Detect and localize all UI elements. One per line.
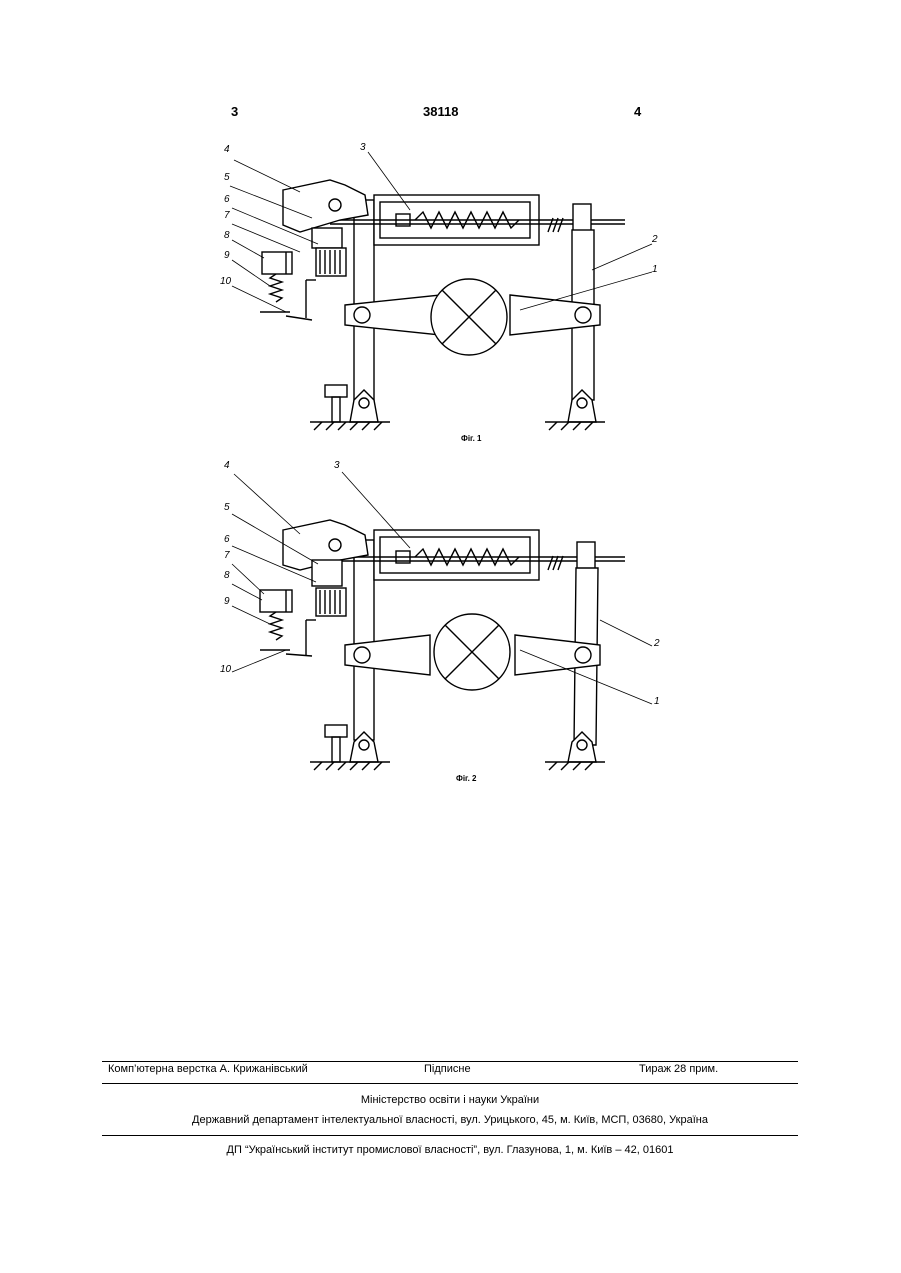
- label-6: 6: [224, 534, 230, 545]
- footer-department: Державний департамент інтелектуальної вл…: [102, 1114, 798, 1126]
- figure-1-caption: Фіг. 1: [461, 434, 481, 443]
- page-number-right: 4: [634, 104, 641, 119]
- figure-1: 4 5 6 7 8 9 10 3 2 1 Фіг. 1: [0, 140, 901, 450]
- brake-drawing-fig2: [0, 460, 901, 790]
- label-10: 10: [220, 276, 231, 287]
- figure-2-caption: Фіг. 2: [456, 774, 476, 783]
- label-8: 8: [224, 570, 230, 581]
- label-5: 5: [224, 172, 230, 183]
- label-9: 9: [224, 596, 230, 607]
- label-2: 2: [652, 234, 658, 245]
- label-4: 4: [224, 460, 230, 471]
- label-8: 8: [224, 230, 230, 241]
- label-5: 5: [224, 502, 230, 513]
- label-6: 6: [224, 194, 230, 205]
- label-9: 9: [224, 250, 230, 261]
- document-number: 38118: [423, 104, 458, 119]
- label-7: 7: [224, 550, 230, 561]
- footer-circulation: Тираж 28 прим.: [639, 1063, 718, 1075]
- footer-rule-top: [102, 1061, 798, 1062]
- footer-rule-middle: [102, 1083, 798, 1084]
- label-1: 1: [654, 696, 660, 707]
- footer-layout: Комп’ютерна верстка А. Крижанівський: [108, 1063, 308, 1075]
- label-1: 1: [652, 264, 658, 275]
- figure-2: 4 5 6 7 8 9 10 3 2 1 Фіг. 2: [0, 460, 901, 790]
- page-number-left: 3: [231, 104, 238, 119]
- label-2: 2: [654, 638, 660, 649]
- footer-rule-bottom: [102, 1135, 798, 1136]
- brake-drawing-fig1: [0, 140, 901, 450]
- footer-ministry: Міністерство освіти і науки України: [102, 1094, 798, 1106]
- label-7: 7: [224, 210, 230, 221]
- page-header: 3 38118 4: [0, 104, 901, 124]
- label-4: 4: [224, 144, 230, 155]
- footer-institute: ДП “Український інститут промислової вла…: [102, 1144, 798, 1156]
- label-3: 3: [360, 142, 366, 153]
- label-3: 3: [334, 460, 340, 471]
- footer-signed: Підписне: [424, 1063, 471, 1075]
- label-10: 10: [220, 664, 231, 675]
